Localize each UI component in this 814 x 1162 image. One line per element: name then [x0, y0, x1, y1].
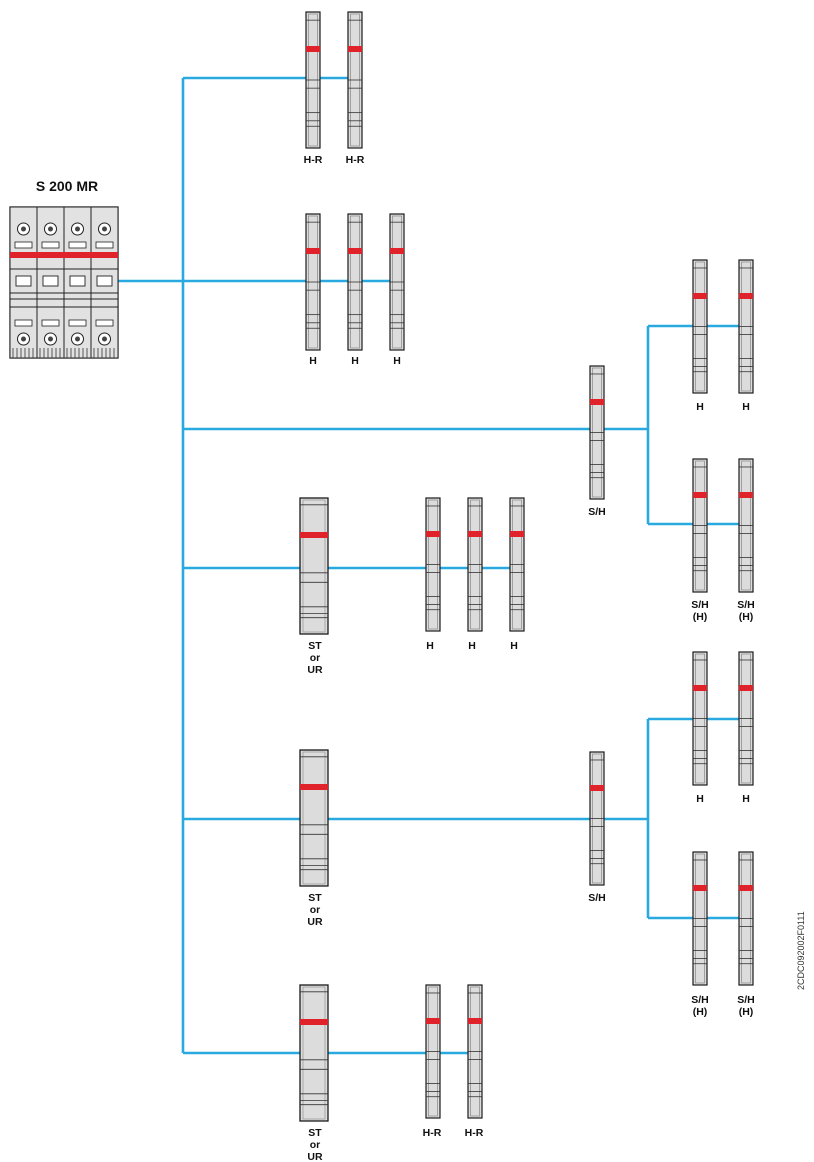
breaker-pole: [36, 206, 65, 359]
label-st: ST: [308, 640, 322, 652]
label-hr: H-R: [465, 1127, 484, 1139]
aux-contact-module: [692, 259, 708, 394]
label-or: or: [310, 652, 321, 664]
aux-contact-module: [738, 651, 754, 786]
aux-contact-module: [425, 984, 441, 1119]
breaker-pole: [9, 206, 38, 359]
label-h: H: [393, 355, 401, 367]
shunt-trip-module: [299, 497, 329, 635]
label-ur: UR: [307, 916, 323, 928]
label-sh: S/H: [737, 599, 755, 611]
aux-contact-module: [738, 851, 754, 986]
label-sh: S/H: [737, 994, 755, 1006]
aux-contact-module: [425, 497, 441, 632]
aux-contact-module: [305, 213, 321, 351]
aux-contact-module: [305, 11, 321, 149]
aux-contact-module: [467, 984, 483, 1119]
label-hr: H-R: [423, 1127, 442, 1139]
label-sh: S/H: [588, 506, 606, 518]
aux-contact-module: [509, 497, 525, 632]
label-hr: H-R: [346, 154, 365, 166]
label-or: or: [310, 1139, 321, 1151]
breaker-pole: [90, 206, 119, 359]
aux-contact-module: [467, 497, 483, 632]
aux-contact-module: [347, 11, 363, 149]
label-h: H: [510, 640, 518, 652]
label-sh: S/H: [691, 994, 709, 1006]
label-st: ST: [308, 1127, 322, 1139]
label-h: H: [309, 355, 317, 367]
label-h: H: [468, 640, 476, 652]
label-h: H: [426, 640, 434, 652]
shunt-trip-module: [299, 984, 329, 1122]
label-ur: UR: [307, 1151, 323, 1162]
label-h: H: [742, 401, 750, 413]
label-ur: UR: [307, 664, 323, 676]
label-or: or: [310, 904, 321, 916]
aux-contact-module: [589, 365, 605, 500]
aux-contact-module: [589, 751, 605, 886]
s200mr-breaker: [9, 206, 119, 359]
label-hr: H-R: [304, 154, 323, 166]
label-sh-paren: (H): [693, 1006, 708, 1018]
aux-contact-module: [389, 213, 405, 351]
label-sh-paren: (H): [739, 611, 754, 623]
aux-contact-module: [692, 851, 708, 986]
label-h: H: [742, 793, 750, 805]
module-labels: H-R H-R H H H S/H H H S/H (H) S/H (H) ST…: [304, 154, 755, 1162]
narrow-modules: [305, 11, 754, 1119]
breaker-pole: [63, 206, 92, 359]
document-code: 2CDC092002F0111: [796, 911, 806, 990]
aux-contact-module: [738, 259, 754, 394]
label-sh-paren: (H): [739, 1006, 754, 1018]
shunt-trip-module: [299, 749, 329, 887]
label-sh: S/H: [588, 892, 606, 904]
label-h: H: [351, 355, 359, 367]
label-sh-paren: (H): [693, 611, 708, 623]
breaker-title: S 200 MR: [36, 178, 98, 194]
aux-contact-module: [692, 651, 708, 786]
label-sh: S/H: [691, 599, 709, 611]
breaker-red-stripe: [10, 252, 118, 258]
label-st: ST: [308, 892, 322, 904]
label-h: H: [696, 793, 704, 805]
wide-modules: [299, 497, 329, 1122]
aux-contact-module: [692, 458, 708, 593]
aux-contact-module: [347, 213, 363, 351]
aux-contact-module: [738, 458, 754, 593]
label-h: H: [696, 401, 704, 413]
